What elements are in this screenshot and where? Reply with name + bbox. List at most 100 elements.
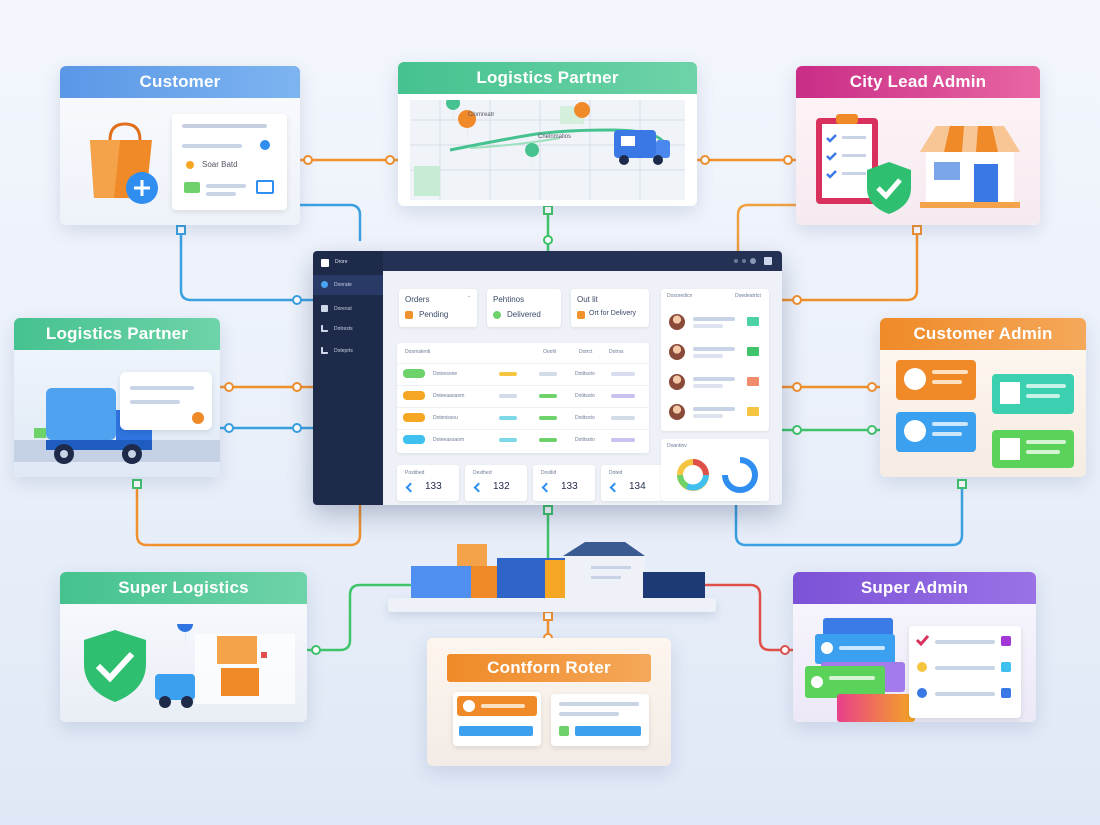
row-value: Dotitsoto — [575, 393, 595, 399]
card-title: Contforn Roter — [447, 654, 651, 682]
avatar — [669, 374, 685, 390]
status-flag — [747, 377, 759, 386]
kpi-label: Desthed — [473, 470, 492, 476]
badge-text: Soar Batd — [202, 160, 238, 169]
clipboard-icon — [816, 114, 878, 204]
map-label-2: Cnelnmalios — [538, 134, 572, 140]
row-value: Dotitsoto — [575, 437, 595, 443]
row-value: Dotitsoto — [575, 415, 595, 421]
person-row[interactable] — [661, 401, 769, 425]
dashboard-titlebar — [383, 251, 782, 271]
row-status-pill — [403, 413, 425, 422]
sidebar-item-3[interactable]: Dotrests — [321, 325, 353, 332]
window-title: Drore — [335, 259, 348, 265]
avatar — [669, 314, 685, 330]
shield-check-icon — [84, 630, 146, 702]
super-admin-card[interactable]: Super Admin — [793, 572, 1036, 722]
card-title: Customer Admin — [880, 318, 1086, 350]
customer-admin-card[interactable]: Customer Admin — [880, 318, 1086, 477]
kpi-label: Doted — [609, 470, 623, 476]
kpi-icon — [609, 482, 620, 493]
kpi-label: Dostlid — [541, 470, 557, 476]
store-icon — [920, 126, 1020, 208]
stat-card-orders[interactable]: Orders Pending ⌄ — [399, 289, 477, 327]
stack-card-teal — [815, 634, 895, 664]
kpi-icon — [405, 482, 416, 493]
row-value: Dotitsoto — [575, 371, 595, 377]
kpi-value: 132 — [493, 481, 510, 492]
kpi-value: 133 — [561, 481, 578, 492]
notification-bubble — [120, 372, 212, 430]
person-row[interactable] — [661, 371, 769, 395]
kpi-icon — [473, 482, 484, 493]
person-row[interactable] — [661, 311, 769, 335]
super-logistics-card[interactable]: Super Logistics — [60, 572, 307, 722]
card-title: Customer — [60, 66, 300, 98]
form-panel-left — [453, 692, 541, 746]
avatar — [669, 344, 685, 360]
warehouse-containers-icon — [411, 542, 705, 598]
dashboard-main: Orders Pending ⌄ Pehtinos Delivered Out … — [383, 271, 782, 505]
row-tag: Doteeasoaom — [433, 437, 465, 443]
people-panel: Dosoredicn Doedeatrtct — [661, 289, 769, 431]
status-flag — [747, 347, 759, 356]
table-row[interactable]: Doteeasoaom Dotitsoto — [397, 429, 649, 449]
sidebar-item-4[interactable]: Doteprts — [321, 347, 353, 354]
logistics-partner-top-card[interactable]: Logistics Partner Clomreatr Cnelnmalios — [398, 62, 697, 206]
close-icon[interactable] — [764, 257, 772, 265]
row-tag: Dotsnissou — [433, 415, 458, 421]
shopping-bag-icon — [90, 122, 158, 204]
table-row[interactable]: Dotsnissou Dotitsoto — [397, 407, 649, 427]
customer-card[interactable]: Customer Soar Batd — [60, 66, 300, 225]
row-status-pill — [403, 369, 425, 378]
card-title: Super Admin — [793, 572, 1036, 604]
stack-card-green — [805, 666, 885, 698]
avatar — [669, 404, 685, 420]
info-panel: Soar Batd — [172, 114, 287, 210]
warehouse-delivery-icon — [155, 624, 295, 708]
stack-card-orange — [837, 694, 915, 722]
logistics-partner-left-card[interactable]: Logistics Partner — [14, 318, 220, 477]
map-graphic — [410, 100, 685, 200]
row-tag: Dotonsone — [433, 371, 458, 377]
user-card-orange — [896, 360, 976, 400]
person-row[interactable] — [661, 341, 769, 365]
dashboard-sidebar: Drore Donrate Doreout Dotrests Doteprts — [313, 251, 383, 505]
contform-roter-card[interactable]: Contforn Roter — [427, 638, 671, 766]
stat-card-delivered[interactable]: Pehtinos Delivered — [487, 289, 561, 327]
card-title: Logistics Partner — [398, 62, 697, 94]
central-dashboard[interactable]: Drore Donrate Doreout Dotrests Doteprts … — [313, 251, 782, 505]
card-title: Super Logistics — [60, 572, 307, 604]
orders-table: Dosrnalenti Ooohl Dotrct Dotrss Dotonson… — [397, 343, 649, 453]
stat-card-out-for-delivery[interactable]: Out lit Ort for Delivery — [571, 289, 649, 327]
kpi-card[interactable]: Dostlid 133 — [533, 465, 595, 501]
form-panel-right — [551, 694, 649, 746]
card-title: City Lead Admin — [796, 66, 1040, 98]
user-card-blue — [896, 412, 976, 452]
card-title: Logistics Partner — [14, 318, 220, 350]
mail-icon — [256, 180, 274, 194]
sidebar-item-2[interactable]: Doreout — [321, 305, 352, 312]
sidebar-item-1[interactable]: Donrate — [321, 281, 352, 288]
vendor-card-teal — [992, 374, 1074, 414]
row-status-pill — [403, 435, 425, 444]
kpi-value: 133 — [425, 481, 442, 492]
table-row[interactable]: Dotonsone Dotitsoto — [397, 363, 649, 383]
donut-chart — [677, 457, 758, 493]
stack-card-blue — [823, 618, 893, 636]
kpi-card[interactable]: Doted 134 — [601, 465, 663, 501]
vendor-card-green — [992, 430, 1074, 468]
check-icon — [915, 635, 929, 646]
row-status-pill — [403, 391, 425, 400]
status-flag — [747, 317, 759, 326]
map-label-1: Clomreatr — [468, 112, 495, 118]
shield-check-icon — [867, 162, 911, 214]
city-lead-admin-card[interactable]: City Lead Admin — [796, 66, 1040, 225]
kpi-icon — [541, 482, 552, 493]
kpi-value: 134 — [629, 481, 646, 492]
checklist-panel — [909, 626, 1021, 718]
